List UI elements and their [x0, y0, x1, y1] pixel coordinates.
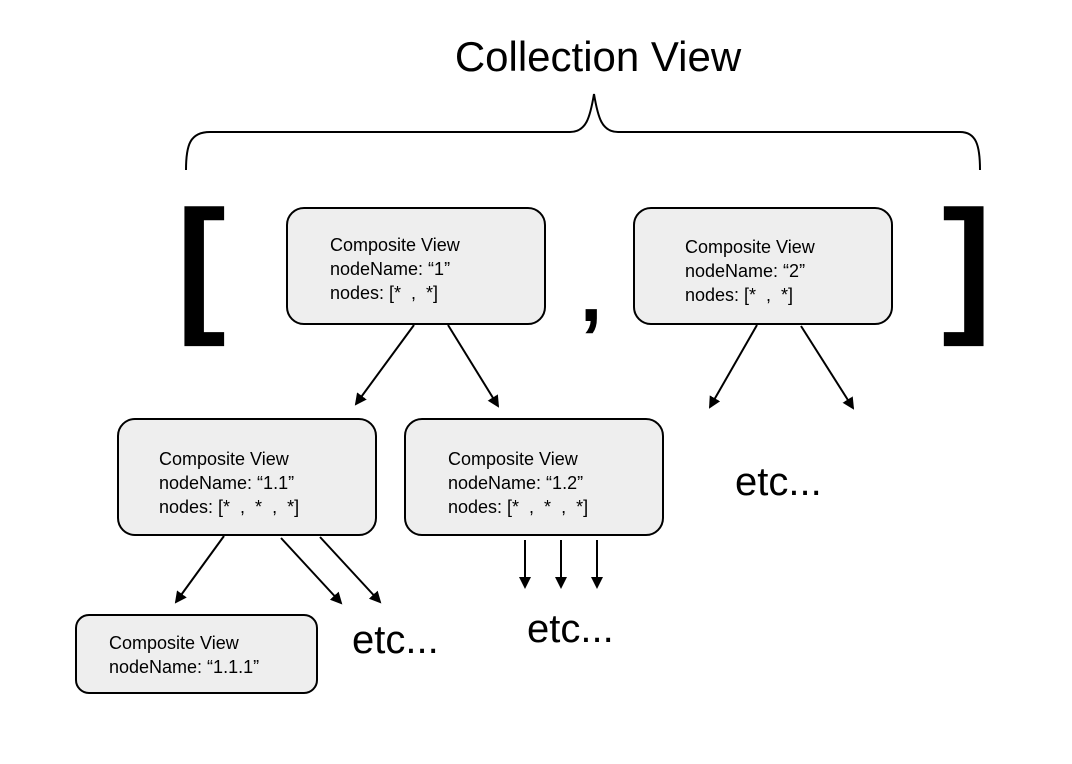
node-1-1-1-box: Composite View nodeName: “1.1.1” [75, 614, 318, 694]
node-1-2-name: nodeName: “1.2” [448, 473, 584, 493]
node-1-2-type: Composite View [448, 449, 578, 469]
node-1-name: nodeName: “1” [330, 259, 451, 279]
node-2-name: nodeName: “2” [685, 261, 806, 281]
node-2-children: nodes: [* , *] [685, 285, 794, 305]
close-bracket: ] [942, 179, 992, 347]
node-1-box: Composite View nodeName: “1” nodes: [* ,… [286, 207, 546, 325]
node-2-box: Composite View nodeName: “2” nodes: [* ,… [633, 207, 893, 325]
separator-comma: , [580, 249, 603, 338]
node-1-type: Composite View [330, 235, 460, 255]
node-1-2-children: nodes: [* , * , *] [448, 497, 589, 517]
node-1-2-box: Composite View nodeName: “1.2” nodes: [*… [404, 418, 664, 536]
node-1-1-name: nodeName: “1.1” [159, 473, 295, 493]
etc-label-node-2: etc... [735, 460, 822, 504]
open-bracket: [ [176, 179, 226, 347]
arrow-n1-to-n1-2 [447, 324, 500, 408]
collection-brace [185, 93, 981, 171]
diagram-title: Collection View [454, 33, 742, 80]
node-1-children: nodes: [* , *] [330, 283, 439, 303]
node-1-1-1-name: nodeName: “1.1.1” [109, 657, 260, 677]
node-1-1-box: Composite View nodeName: “1.1” nodes: [*… [117, 418, 377, 536]
node-2-type: Composite View [685, 237, 815, 257]
node-1-1-children: nodes: [* , * , *] [159, 497, 300, 517]
arrow-n1-1-second [280, 537, 343, 605]
etc-label-node-1-2: etc... [527, 607, 614, 651]
arrow-n1-1-third [319, 536, 382, 604]
arrow-n2-left [709, 324, 758, 409]
arrow-n1-to-n1-1 [354, 324, 415, 406]
node-1-1-1-type: Composite View [109, 633, 239, 653]
arrow-n2-right [800, 325, 855, 410]
arrow-n1-1-to-n1-1-1 [174, 535, 225, 604]
etc-label-node-1-1: etc... [352, 618, 439, 662]
node-1-1-type: Composite View [159, 449, 289, 469]
